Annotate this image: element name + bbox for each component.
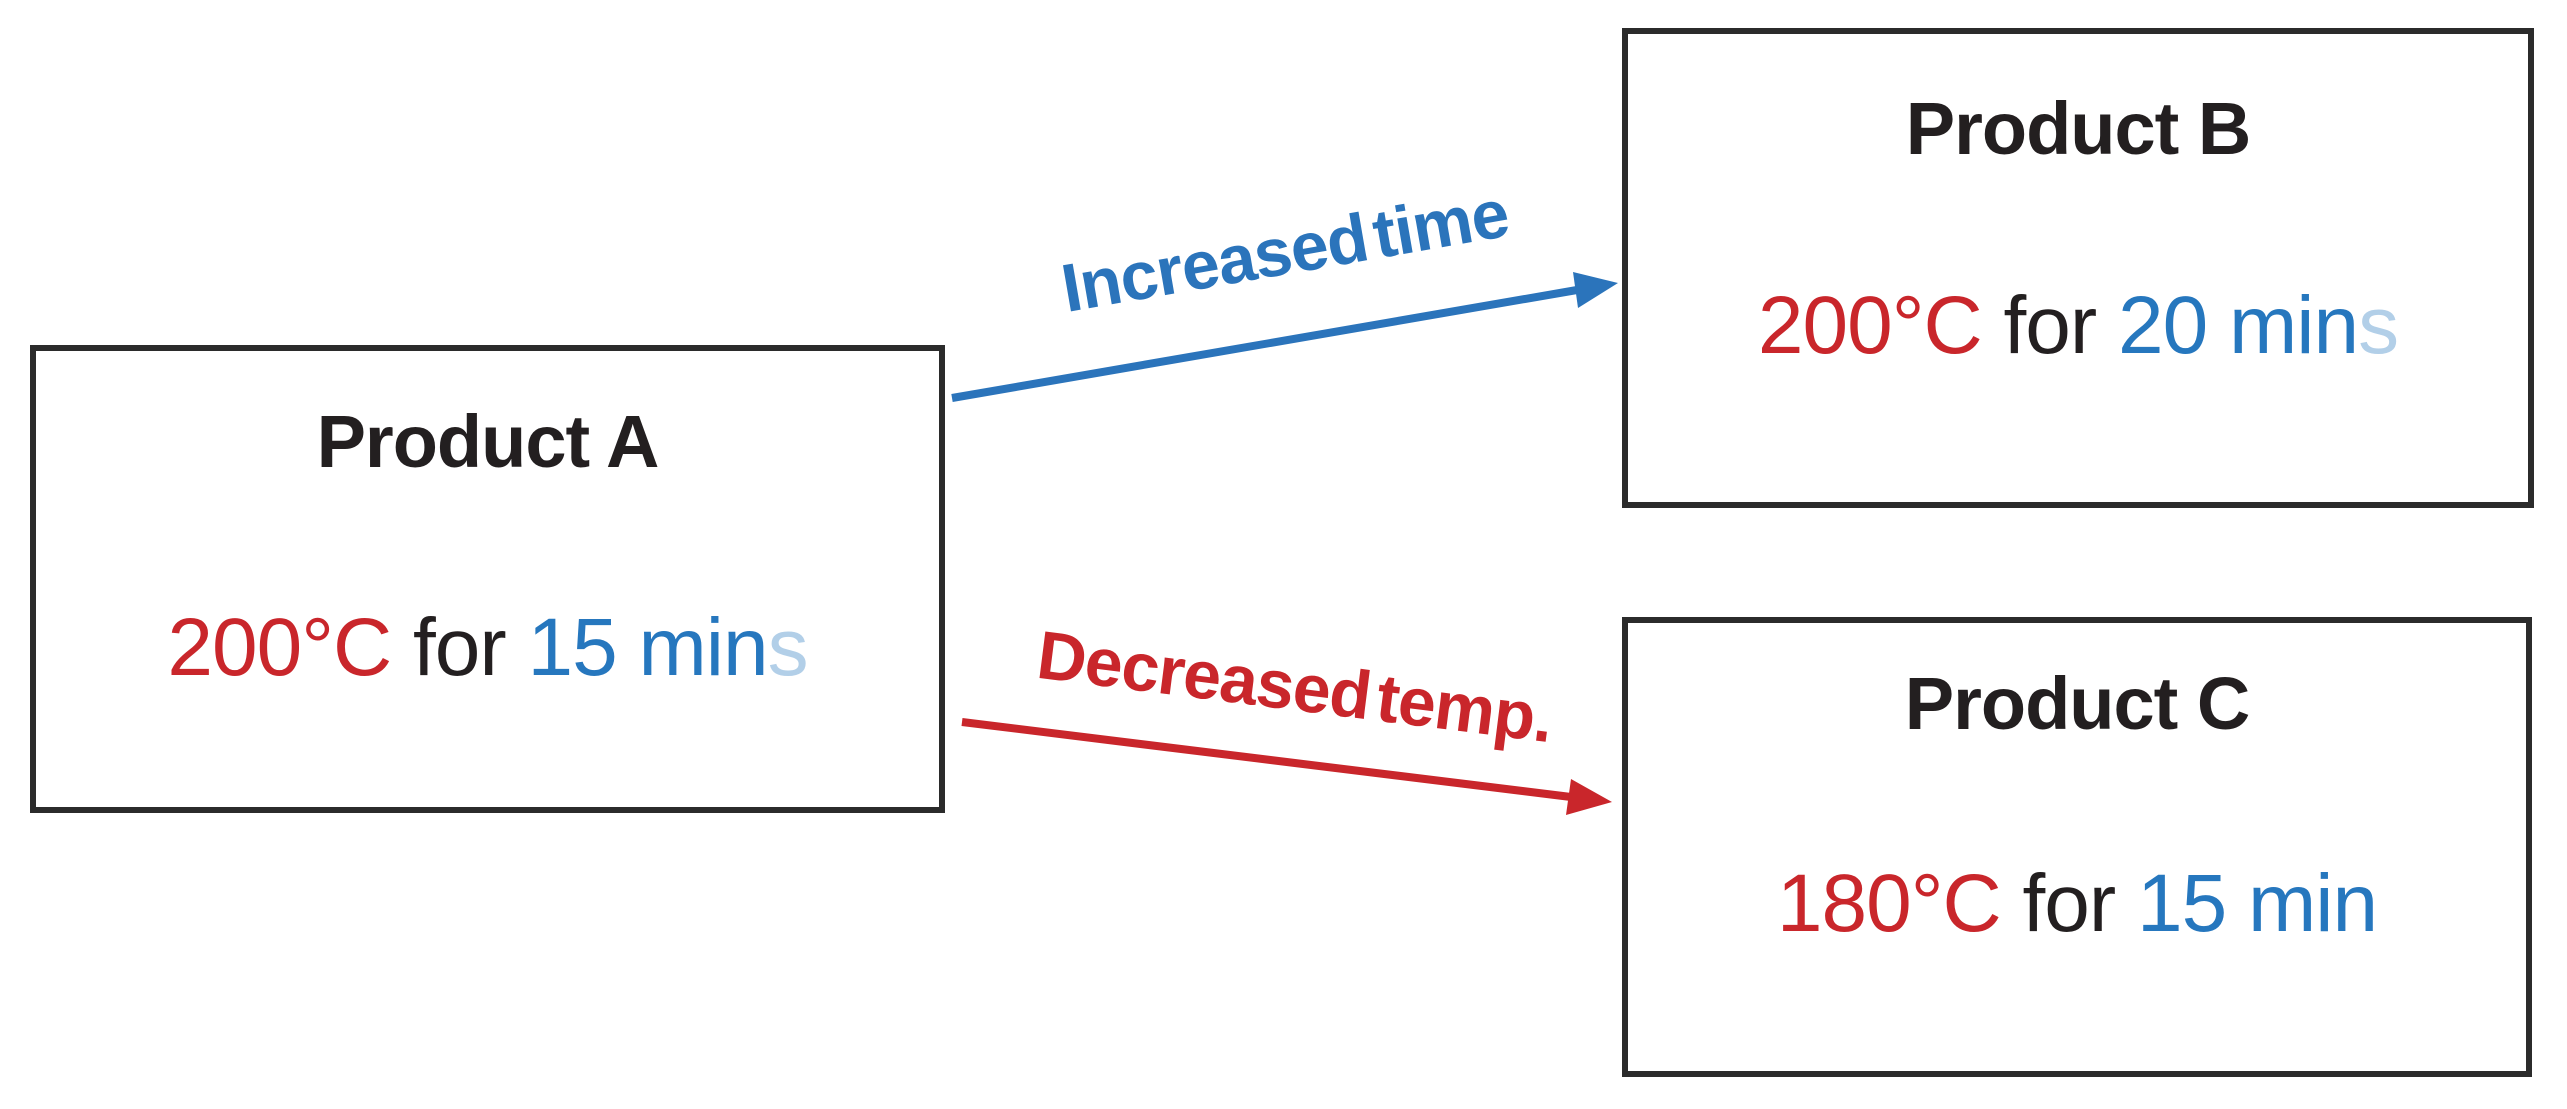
product-b-conditions: 200°C for 20 mins [1628, 279, 2528, 373]
product-c-connector: for [2000, 858, 2137, 949]
product-c-title: Product C [1904, 662, 2251, 745]
product-b-time: 20 min [2117, 280, 2359, 371]
product-b-temperature: 200°C [1757, 280, 1983, 371]
decreased-temp-arrow-line [961, 718, 1572, 801]
increased-time-arrow [951, 272, 1618, 402]
product-a-temperature: 200°C [167, 602, 392, 693]
product-a-connector: for [391, 602, 528, 693]
increased-time-arrowhead-icon [1573, 272, 1618, 308]
product-c-conditions: 180°C for 15 min [1628, 857, 2526, 951]
decreased-temp-arrowhead-icon [1566, 779, 1612, 815]
product-a-time-suffix: s [767, 602, 809, 693]
product-b-title: Product B [1905, 87, 2252, 170]
product-b-box: Product B 200°C for 20 mins [1622, 28, 2534, 508]
product-a-time: 15 min [527, 602, 768, 693]
product-c-temperature: 180°C [1776, 858, 2002, 949]
product-b-connector: for [1981, 280, 2118, 371]
increased-time-arrow-line [951, 286, 1578, 402]
decreased-temp-arrow [961, 718, 1612, 815]
product-c-box: Product C 180°C for 15 min [1622, 617, 2532, 1077]
product-a-box: Product A 200°C for 15 mins [30, 345, 945, 813]
product-a-title: Product A [316, 400, 660, 483]
product-c-time: 15 min [2136, 858, 2378, 949]
product-a-conditions: 200°C for 15 mins [36, 601, 939, 695]
product-b-time-suffix: s [2358, 280, 2399, 371]
